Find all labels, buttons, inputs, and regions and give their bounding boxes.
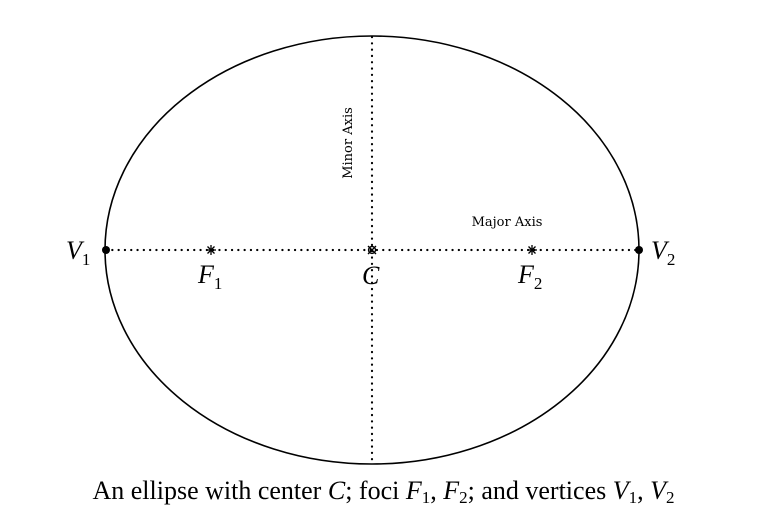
focus-left-point bbox=[206, 245, 216, 255]
center-label: C bbox=[362, 261, 380, 290]
vertex-left-label: V1 bbox=[66, 236, 90, 269]
focus-right-label: F2 bbox=[517, 260, 542, 293]
caption: An ellipse with center C; foci F1, F2; a… bbox=[92, 476, 675, 507]
minor-axis-label: Minor Axis bbox=[341, 107, 356, 179]
center-point bbox=[367, 245, 377, 255]
vertex-left-point bbox=[102, 246, 110, 254]
vertex-right-point bbox=[635, 246, 643, 254]
major-axis-label: Major Axis bbox=[472, 215, 543, 230]
focus-left-label: F1 bbox=[197, 260, 222, 293]
vertex-right-label: V2 bbox=[651, 236, 675, 269]
focus-right-point bbox=[527, 245, 537, 255]
